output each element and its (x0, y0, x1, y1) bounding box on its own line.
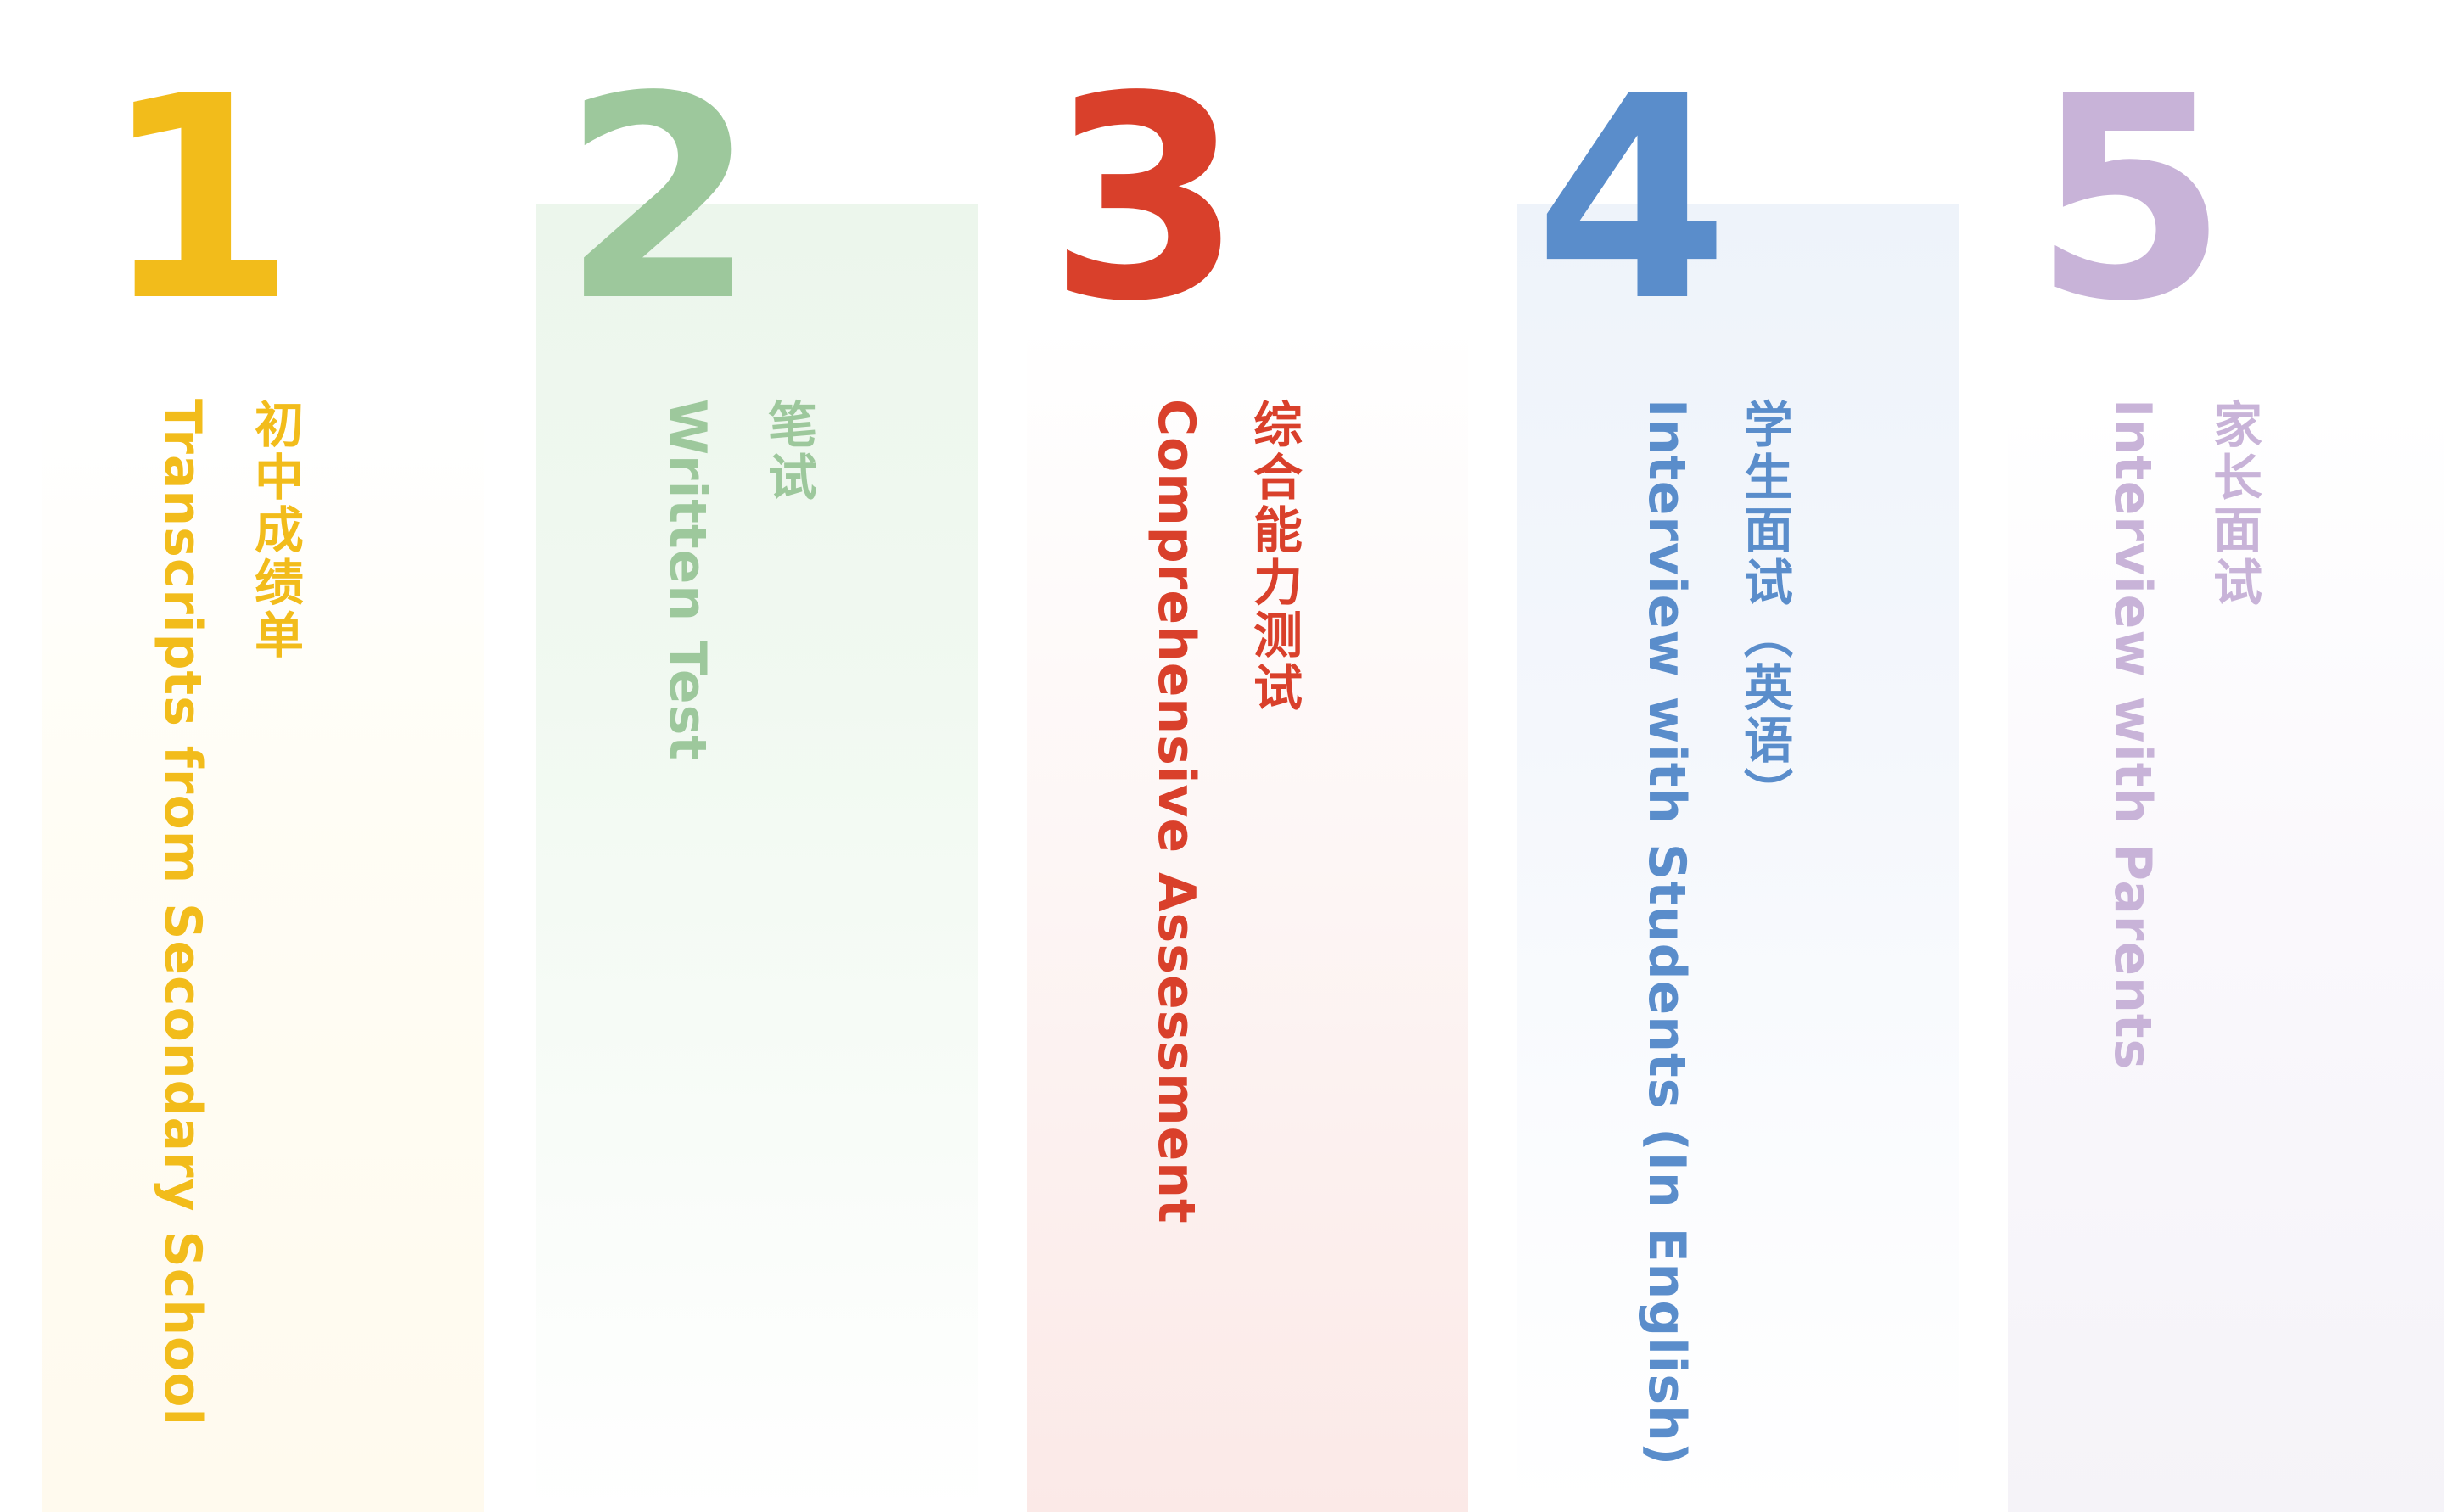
step-2-number: 2 (562, 36, 757, 362)
step-column-1: 1 初中成绩单 Transcripts from Secondary Schoo… (42, 0, 484, 1512)
step-1-title-en: Transcripts from Secondary School (153, 399, 212, 1427)
step-column-5: 5 家长面试 Interview with Parents (2008, 0, 2444, 1512)
step-4-title-zh: 学生面试（英语） (1735, 399, 1793, 820)
step-5-number: 5 (2033, 36, 2228, 362)
step-2-title-en: Written Test (658, 399, 717, 761)
step-1-title-zh: 初中成绩单 (246, 399, 304, 662)
step-column-4: 4 学生面试（英语） Interview with Students (In E… (1517, 0, 1959, 1512)
step-4-panel (1517, 204, 1959, 1512)
step-5-panel (2008, 407, 2444, 1512)
step-4-title-en: Interview with Students (In English) (1637, 399, 1696, 1467)
step-1-number: 1 (102, 36, 297, 362)
step-2-title-zh: 笔试 (760, 399, 817, 504)
step-3-panel (1027, 322, 1468, 1512)
step-5-title-zh: 家长面试 (2205, 399, 2262, 609)
step-3-title-en: Comprehensive Assessment (1146, 399, 1206, 1224)
step-column-2: 2 笔试 Written Test (536, 0, 978, 1512)
step-3-number: 3 (1048, 36, 1243, 362)
step-3-title-zh: 综合能力测试 (1245, 399, 1303, 714)
step-column-3: 3 综合能力测试 Comprehensive Assessment (1027, 0, 1468, 1512)
step-1-panel (42, 407, 484, 1512)
step-5-title-en: Interview with Parents (2103, 399, 2162, 1071)
step-2-panel (536, 204, 978, 1512)
step-4-number: 4 (1534, 36, 1729, 362)
